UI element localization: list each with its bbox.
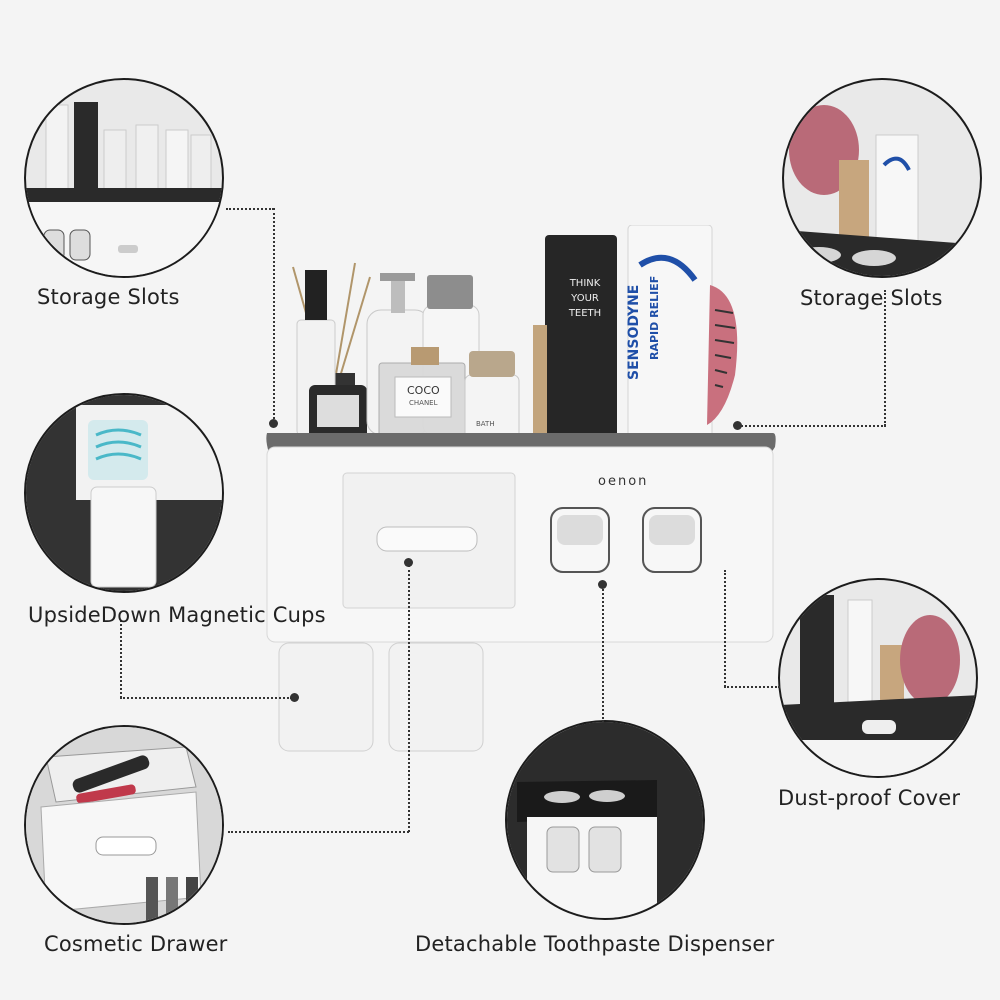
tube-text-line: THINK [569, 278, 601, 289]
leader-line [226, 208, 274, 210]
leader-dot [733, 421, 742, 430]
leader-line [884, 290, 886, 426]
black-toothpaste-tube [545, 235, 617, 440]
leader-dot [404, 558, 413, 567]
tube-text-line: YOUR [571, 293, 599, 304]
label-magnetic-cups: UpsideDown Magnetic Cups [28, 603, 326, 627]
label-toothpaste-dispenser: Detachable Toothpaste Dispenser [415, 932, 775, 956]
leader-dot [290, 693, 299, 702]
label-storage-slots-left: Storage Slots [37, 285, 180, 309]
detail-circle-magnetic-cups [24, 393, 224, 593]
detail-circle-dust-proof [778, 578, 978, 778]
toothpaste-dispensers [550, 507, 702, 573]
storage-slot-illustration [784, 105, 980, 276]
dust-proof-illustration [780, 595, 976, 776]
dispenser-illustration [507, 722, 703, 918]
leader-line [120, 620, 122, 698]
label-dust-proof-cover: Dust-proof Cover [778, 786, 961, 810]
detail-circle-cosmetic-drawer [24, 725, 224, 925]
detail-circle-storage-right [782, 78, 982, 278]
leader-line [273, 208, 275, 423]
tube-text: THINK YOUR TEETH [560, 276, 610, 321]
label-storage-slots-right: Storage Slots [800, 286, 943, 310]
magnetic-cup-illustration [26, 395, 222, 591]
leader-line [724, 686, 780, 688]
brand-logo: oenon [598, 474, 649, 489]
storage-shelf-illustration [26, 102, 222, 276]
comb [533, 325, 547, 440]
leader-dot [598, 580, 607, 589]
magnetic-cup-right [388, 642, 484, 752]
detail-circle-storage-left [24, 78, 224, 278]
leader-line [724, 570, 726, 687]
cosmetic-drawer-illustration [26, 727, 222, 923]
leader-line [602, 586, 604, 722]
label-cosmetic-drawer: Cosmetic Drawer [44, 932, 228, 956]
perfume-sub: CHANEL [409, 399, 438, 407]
toothbrush-holder-product [266, 225, 776, 752]
cream-jar [464, 374, 520, 440]
toothpaste-brand: SENSODYNE [626, 284, 642, 380]
drawer-handle [376, 526, 478, 552]
tube-text-line: TEETH [568, 308, 602, 319]
perfume-name: COCO [407, 384, 440, 397]
leader-line [738, 425, 886, 427]
bottle-label: BATH [476, 420, 495, 428]
leader-dot [269, 419, 278, 428]
leader-line [408, 565, 410, 832]
hairbrush [707, 285, 738, 425]
detail-circle-dispenser [505, 720, 705, 920]
leader-line [120, 697, 292, 699]
toothpaste-variant: RAPID RELIEF [648, 275, 661, 360]
leader-line [228, 831, 409, 833]
